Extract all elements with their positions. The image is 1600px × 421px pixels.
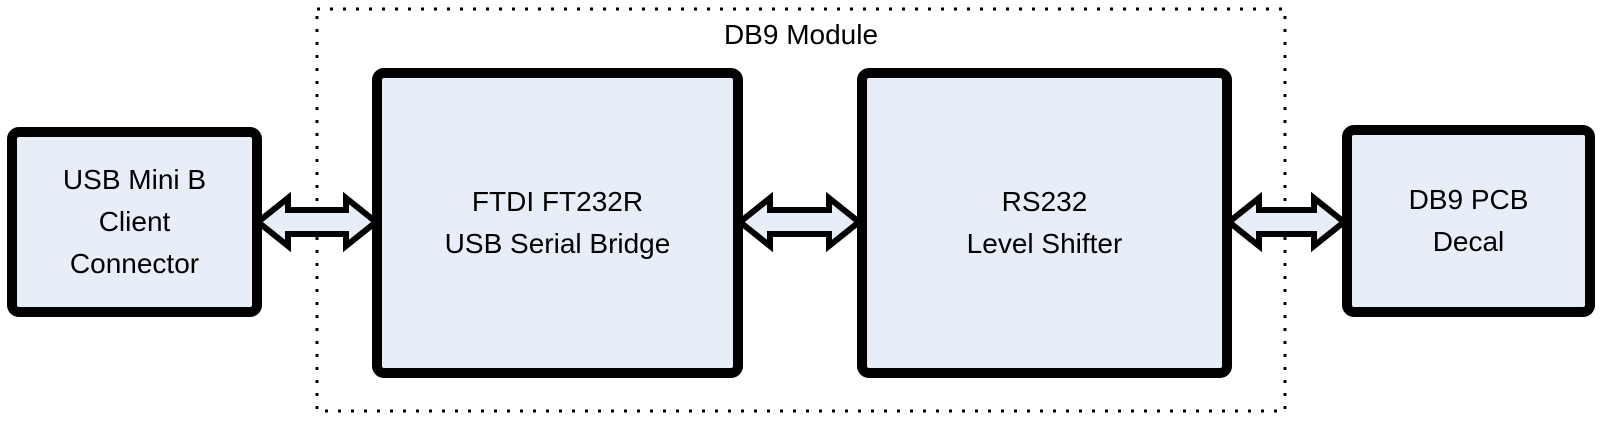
block-label-line: FTDI FT232R xyxy=(471,186,644,217)
db9-module-label: DB9 Module xyxy=(723,19,879,50)
block-rs232-level-shifter: RS232 Level Shifter xyxy=(857,68,1232,378)
block-label: RS232 Level Shifter xyxy=(967,181,1123,265)
block-label-line: Level Shifter xyxy=(966,228,1123,259)
block-label-line: Client xyxy=(98,206,171,237)
block-usb-mini-b-client-connector: USB Mini B Client Connector xyxy=(7,127,262,317)
db9-module-dotted-boundary xyxy=(315,7,1287,413)
block-label: FTDI FT232R USB Serial Bridge xyxy=(445,181,671,265)
block-label: DB9 PCB Decal xyxy=(1409,179,1529,263)
block-ftdi-ft232r-usb-serial-bridge: FTDI FT232R USB Serial Bridge xyxy=(372,68,743,378)
block-label-line: USB Serial Bridge xyxy=(444,228,671,259)
block-label: USB Mini B Client Connector xyxy=(63,159,206,285)
bidirectional-arrow-ftdi-to-rs232-icon xyxy=(735,191,864,253)
block-label-line: RS232 xyxy=(1001,186,1088,217)
block-label-line: Connector xyxy=(69,248,200,279)
block-label-line: Decal xyxy=(1432,226,1505,257)
block-db9-pcb-decal: DB9 PCB Decal xyxy=(1342,125,1595,317)
block-label-line: USB Mini B xyxy=(62,164,207,195)
block-label-line: DB9 PCB xyxy=(1408,184,1529,215)
